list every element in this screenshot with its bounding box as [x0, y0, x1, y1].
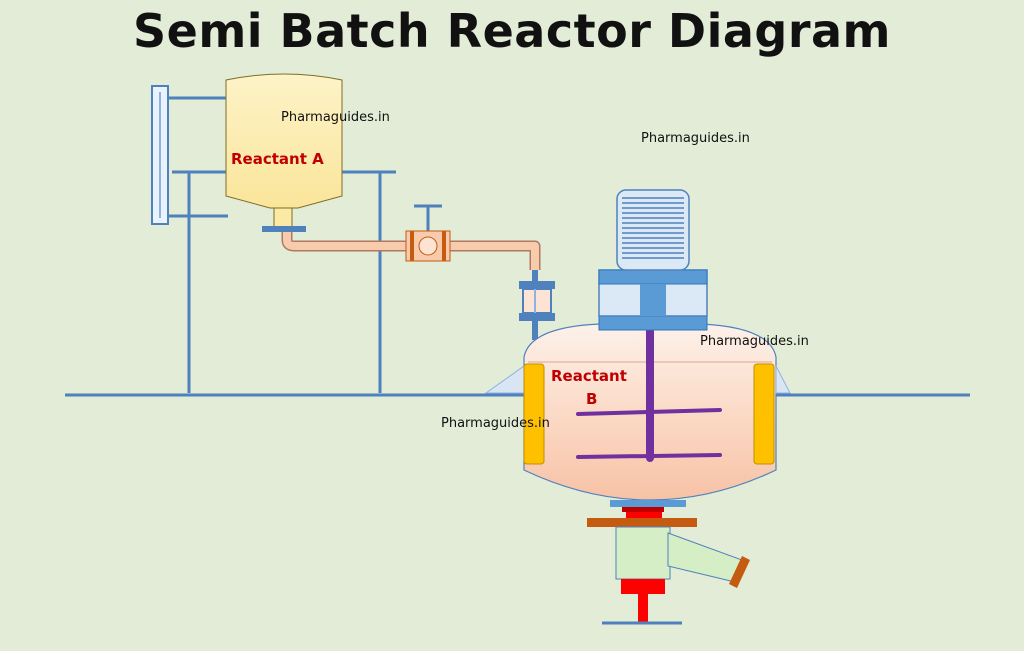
- sight-glass: [519, 281, 555, 321]
- reactant-b-label-line1: Reactant: [551, 367, 627, 385]
- watermark-text: Pharmaguides.in: [281, 110, 390, 125]
- page-title: Semi Batch Reactor Diagram: [133, 4, 891, 58]
- agitator: [576, 326, 722, 462]
- level-gauge: [151, 85, 228, 225]
- watermark-text: Pharmaguides.in: [441, 416, 550, 431]
- motor: [616, 189, 690, 271]
- watermark-text: Pharmaguides.in: [641, 131, 750, 146]
- watermark-text: Pharmaguides.in: [700, 334, 809, 349]
- feed-valve: [405, 204, 451, 262]
- reactant-a-label: Reactant A: [231, 150, 324, 168]
- bottom-outlet: [587, 500, 750, 625]
- baffle-left: [523, 363, 545, 465]
- baffle-right: [753, 363, 775, 465]
- reactant-a-tank: [225, 73, 343, 232]
- drive-assembly: [598, 269, 708, 331]
- reactant-b-label-line2: B: [586, 390, 598, 408]
